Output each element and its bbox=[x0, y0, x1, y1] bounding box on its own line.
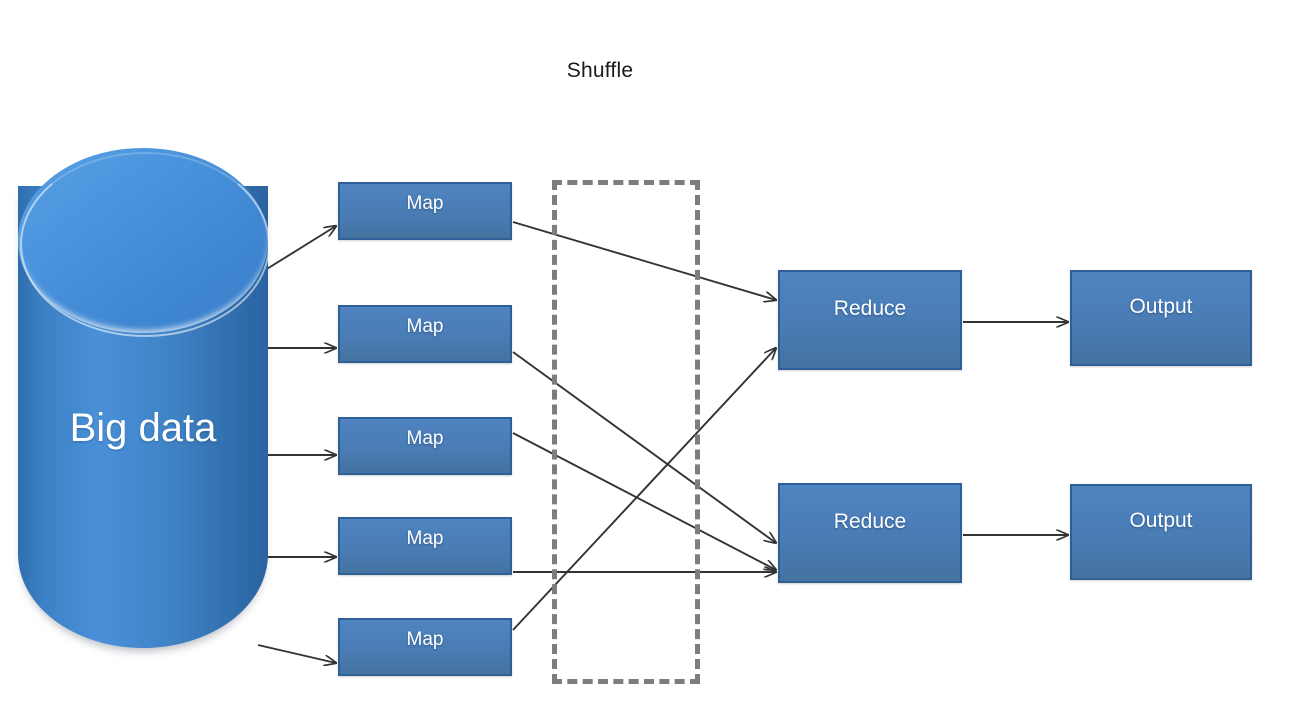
reduce-node-1-label: Reduce bbox=[833, 297, 907, 320]
map-node-4-label: Map bbox=[406, 528, 444, 549]
map-node-5[interactable]: Map bbox=[338, 618, 512, 676]
map-node-2[interactable]: Map bbox=[338, 305, 512, 363]
map-node-3[interactable]: Map bbox=[338, 417, 512, 475]
edge-source-map-5 bbox=[257, 644, 336, 663]
map-node-1[interactable]: Map bbox=[338, 182, 512, 240]
output-node-1-label: Output bbox=[1129, 295, 1193, 318]
output-node-2[interactable]: Output bbox=[1070, 484, 1252, 580]
shuffle-region bbox=[552, 180, 700, 684]
reduce-node-1[interactable]: Reduce bbox=[778, 270, 962, 370]
edge-source-map-1 bbox=[261, 226, 336, 273]
output-node-1[interactable]: Output bbox=[1070, 270, 1252, 366]
map-node-5-label: Map bbox=[406, 629, 444, 650]
reduce-node-2[interactable]: Reduce bbox=[778, 483, 962, 583]
reduce-node-2-label: Reduce bbox=[833, 510, 907, 533]
big-data-cylinder[interactable]: Big data bbox=[18, 148, 270, 686]
map-node-1-label: Map bbox=[406, 193, 444, 214]
big-data-label: Big data bbox=[69, 406, 217, 450]
cylinder-rim-highlight bbox=[20, 152, 270, 337]
output-node-2-label: Output bbox=[1129, 509, 1193, 532]
map-node-4[interactable]: Map bbox=[338, 517, 512, 575]
map-node-2-label: Map bbox=[406, 316, 444, 337]
map-node-3-label: Map bbox=[406, 428, 444, 449]
shuffle-title: Shuffle bbox=[566, 59, 634, 82]
